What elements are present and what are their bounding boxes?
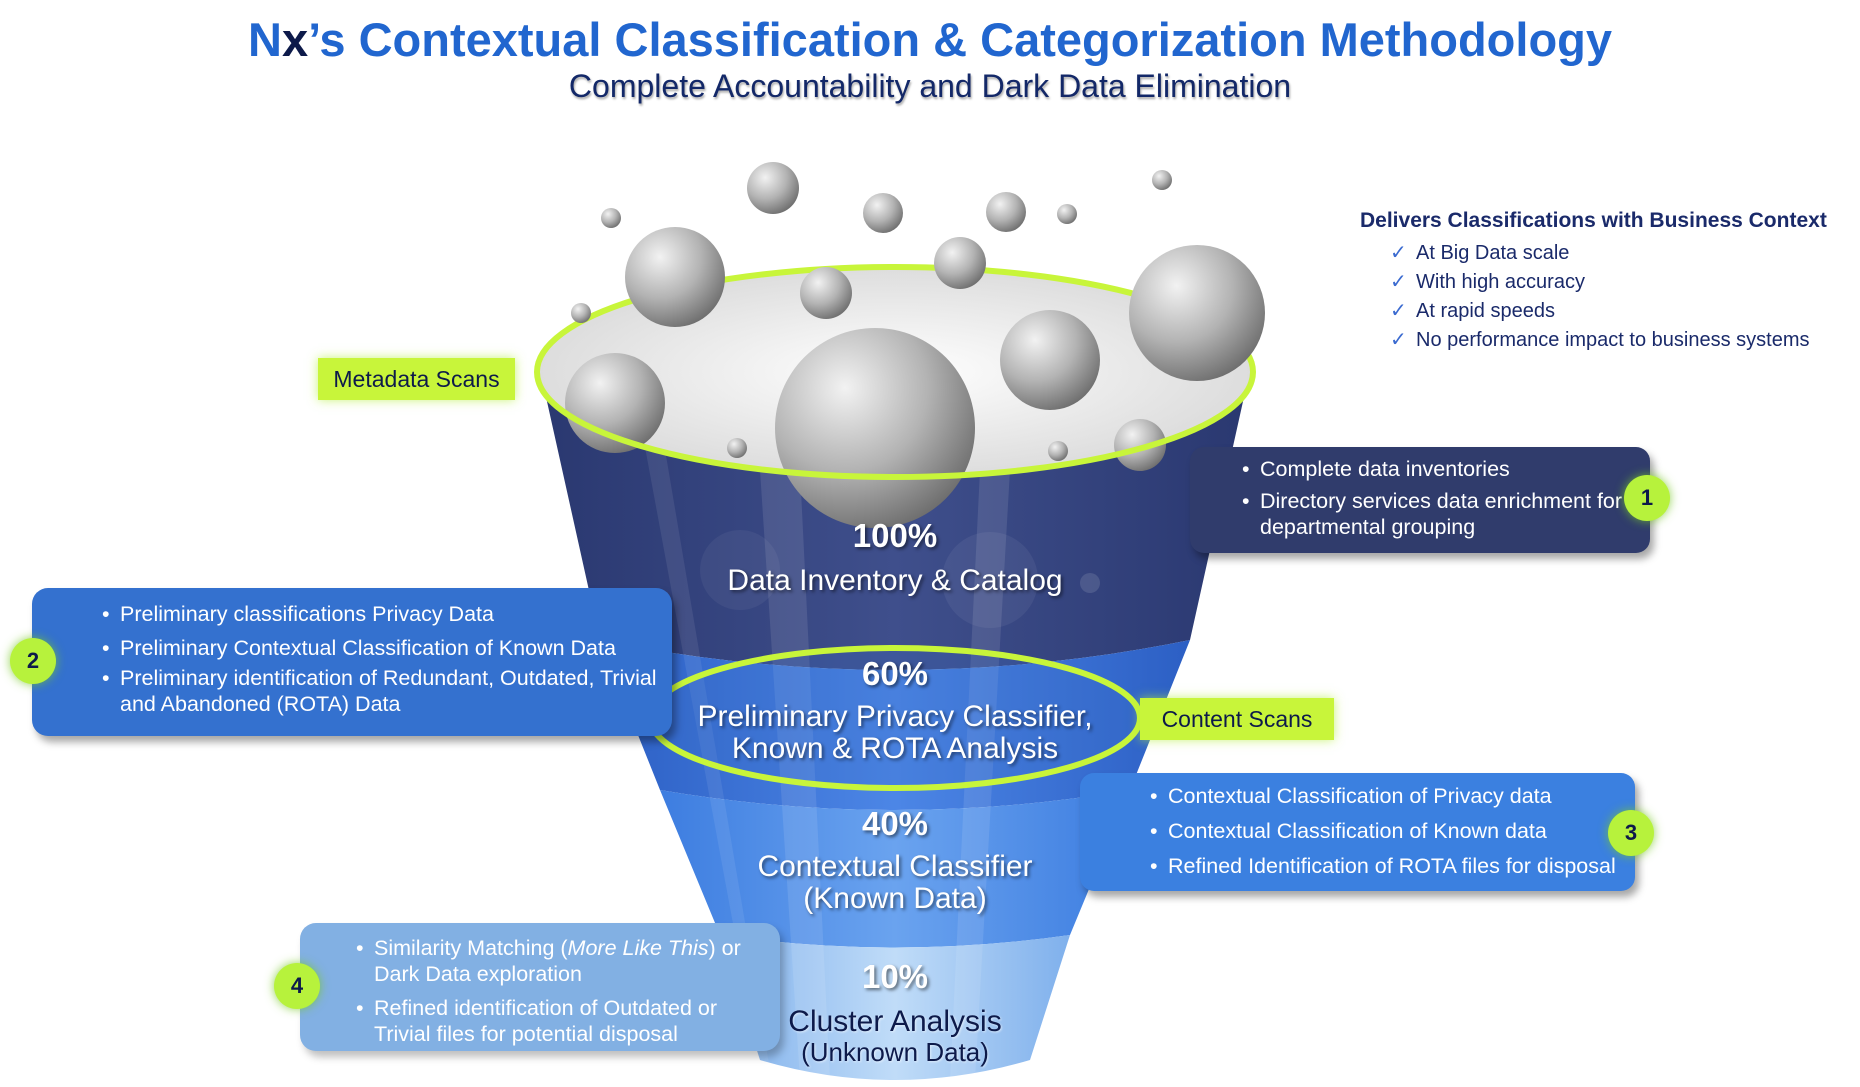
callout-item: Similarity Matching (More Like This) or … (350, 935, 770, 987)
benefit-item: ✓At Big Data scale (1390, 239, 1860, 268)
callout-3: Contextual Classification of Privacy dat… (1080, 773, 1635, 891)
checkmark-icon: ✓ (1390, 300, 1407, 322)
sphere (775, 328, 975, 528)
stage-label-line1: Preliminary Privacy Classifier, (697, 700, 1093, 733)
stage-label-line1: Cluster Analysis (788, 1005, 1002, 1038)
callout-4: Similarity Matching (More Like This) or … (300, 923, 780, 1051)
callout-2: Preliminary classifications Privacy Data… (32, 588, 672, 736)
stage-cluster-analysis: 10% Cluster Analysis (Unknown Data) (700, 958, 1090, 1066)
content-scans-tag: Content Scans (1140, 698, 1334, 740)
stage-label-line2: (Known Data) (803, 882, 987, 915)
callout-1: Complete data inventories Directory serv… (1190, 447, 1650, 553)
sphere (1114, 419, 1166, 471)
funnel-section-4 (720, 935, 1070, 1080)
stage-contextual-classifier: 40% Contextual Classifier (Known Data) (650, 805, 1140, 915)
stage-percent: 100% (852, 517, 938, 554)
sphere (1057, 204, 1077, 224)
stage-percent: 10% (861, 958, 929, 995)
sphere (727, 438, 747, 458)
callout-item: Preliminary identification of Redundant,… (96, 665, 662, 717)
benefit-item: ✓With high accuracy (1390, 268, 1860, 297)
stage-label-line2: Known & ROTA Analysis (731, 732, 1059, 765)
step-badge-3: 3 (1608, 810, 1654, 856)
stage-label-line1: Contextual Classifier (757, 850, 1033, 883)
stage-label: Data Inventory & Catalog (727, 564, 1063, 597)
sphere (1129, 245, 1265, 381)
stage-data-inventory: 100% Data Inventory & Catalog (650, 517, 1140, 597)
stage-percent: 60% (861, 655, 929, 692)
benefit-item: ✓No performance impact to business syste… (1390, 326, 1860, 355)
sphere (986, 192, 1026, 232)
sphere (625, 227, 725, 327)
callout-item: Directory services data enrichment for d… (1236, 488, 1636, 540)
sphere (863, 193, 903, 233)
callout-item: Refined identification of Outdated or Tr… (350, 995, 770, 1047)
sphere (1000, 310, 1100, 410)
funnel-section-2 (600, 640, 1190, 810)
benefit-item: ✓At rapid speeds (1390, 297, 1860, 326)
stage-preliminary-classifier: 60% Preliminary Privacy Classifier, Know… (650, 655, 1140, 765)
sphere (1152, 170, 1172, 190)
sphere (747, 162, 799, 214)
stage-label-line2: (Unknown Data) (801, 1037, 989, 1067)
funnel-section-3 (660, 790, 1130, 948)
sphere (601, 208, 621, 228)
checkmark-icon: ✓ (1390, 329, 1407, 351)
callout-item: Preliminary classifications Privacy Data (96, 601, 662, 627)
step-badge-4: 4 (274, 963, 320, 1009)
checkmark-icon: ✓ (1390, 271, 1407, 293)
benefits-panel: Delivers Classifications with Business C… (1360, 209, 1860, 355)
page-subtitle: Complete Accountability and Dark Data El… (568, 68, 1292, 104)
callout-item: Contextual Classification of Privacy dat… (1144, 783, 1625, 809)
checkmark-icon: ✓ (1390, 242, 1407, 264)
callout-item: Complete data inventories (1236, 456, 1636, 482)
step-badge-1: 1 (1624, 475, 1670, 521)
sphere (1048, 441, 1068, 461)
callout-item: Contextual Classification of Known data (1144, 818, 1625, 844)
callout-item: Preliminary Contextual Classification of… (96, 635, 662, 661)
metadata-scans-tag: Metadata Scans (318, 358, 515, 400)
sphere (571, 303, 591, 323)
page-title: Nx’s Contextual Classification & Categor… (247, 13, 1613, 66)
callout-item: Refined Identification of ROTA files for… (1144, 853, 1625, 879)
funnel-rim-top (534, 264, 1256, 480)
benefits-title: Delivers Classifications with Business C… (1360, 209, 1827, 232)
stage-percent: 40% (861, 805, 929, 842)
step-badge-2: 2 (10, 638, 56, 684)
sphere (934, 237, 986, 289)
sphere (800, 267, 852, 319)
